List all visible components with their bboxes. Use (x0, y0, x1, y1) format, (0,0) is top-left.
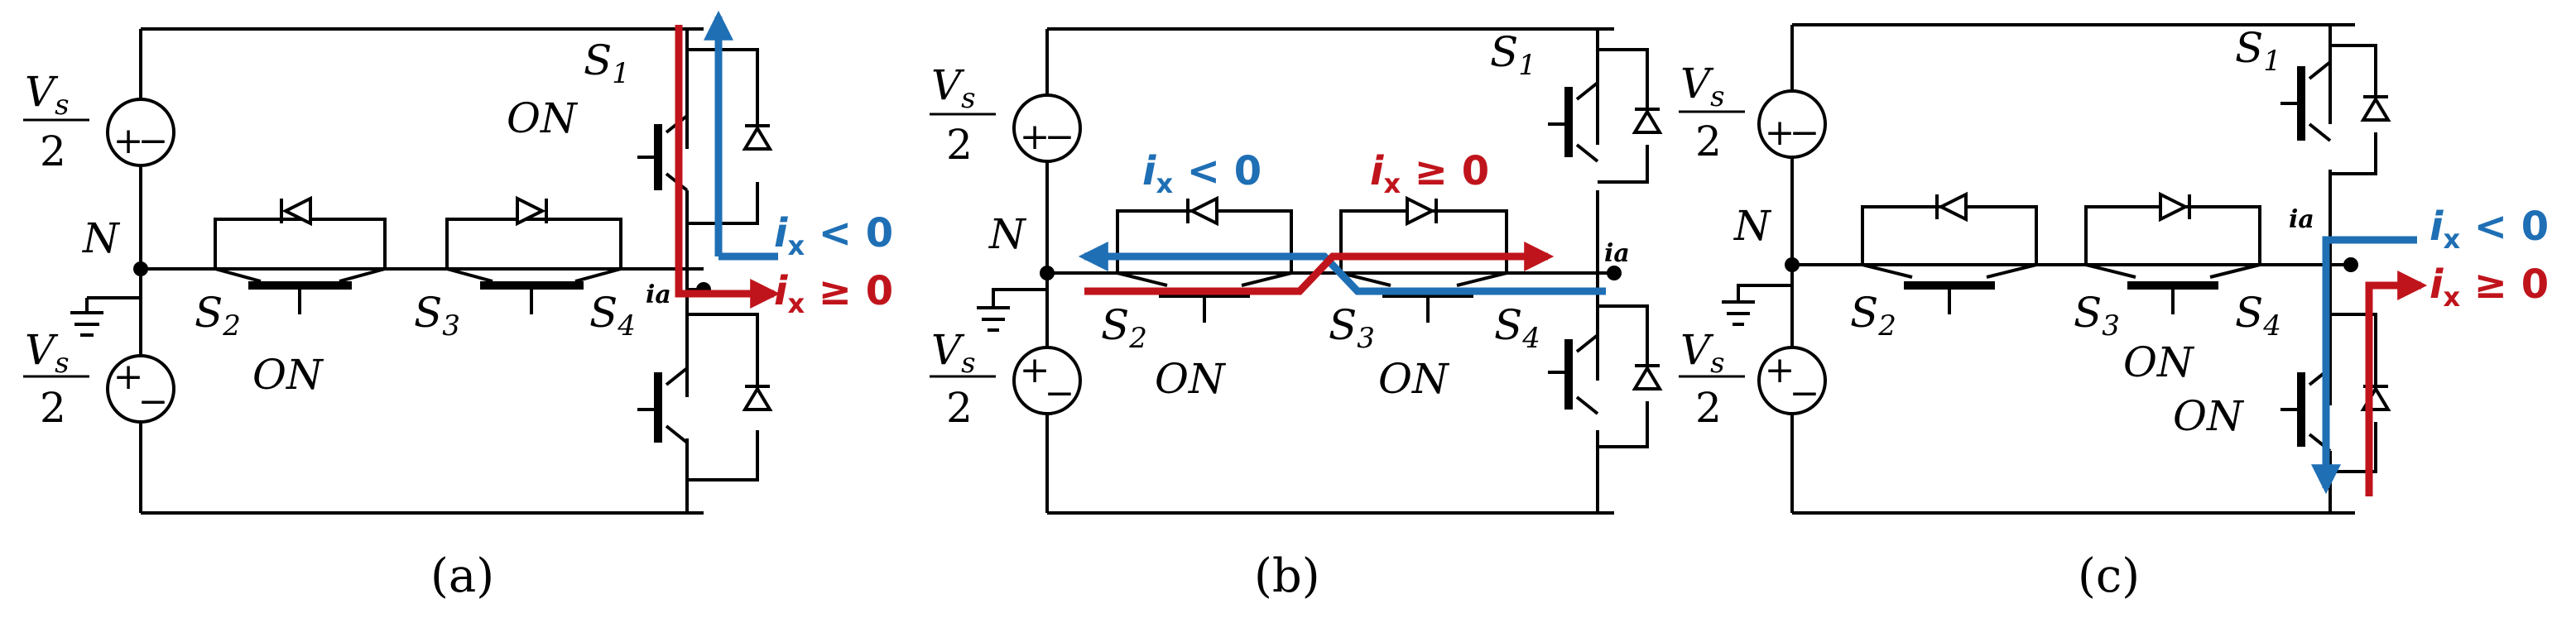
current-label-neg-b: ix < 0 (1142, 148, 1262, 199)
svg-text:Vs: Vs (1680, 326, 1725, 380)
vs-bot-label-a: Vs (25, 326, 70, 380)
vs-bot-den-a: 2 (40, 384, 66, 432)
current-label-neg-a: ix < 0 (774, 210, 893, 261)
labels-c: Vs 2 Vs 2 N S1 S2 S3 ON S4 ON ia (1679, 24, 2314, 440)
current-label-pos-a: ix ≥ 0 (774, 268, 893, 319)
vs-top-den-a: 2 (40, 127, 66, 175)
current-label-neg-c: ix < 0 (2429, 204, 2549, 255)
svg-text:Vs: Vs (931, 326, 976, 380)
svg-text:−: − (1045, 116, 1075, 158)
panel-a (70, 27, 759, 515)
svg-text:ON: ON (1155, 355, 1227, 403)
current-path-pos-c (2365, 271, 2428, 496)
svg-text:ON: ON (2123, 338, 2195, 386)
svg-text:N: N (988, 210, 1027, 258)
labels-a: Vs 2 Vs 2 N S1 ON S2 ON S3 S4 ia (23, 36, 671, 432)
ia-label-a: ia (646, 280, 671, 309)
panel-b (977, 27, 1649, 515)
on-label-a-s1: ON (507, 94, 579, 142)
svg-text:−: − (1045, 372, 1075, 414)
diodes-c (1935, 95, 2391, 411)
s2-label-a: S2 (195, 289, 241, 343)
svg-text:ON: ON (2173, 392, 2245, 440)
svg-text:N: N (1733, 202, 1772, 250)
vs-top-label-a: Vs (25, 68, 70, 122)
diodes-b (1186, 108, 1663, 390)
minus-a-top: − (138, 120, 169, 162)
current-path-neg-c (2311, 236, 2417, 495)
ground (70, 269, 142, 337)
svg-text:2: 2 (1695, 384, 1722, 432)
svg-text:2: 2 (1695, 117, 1722, 165)
current-label-pos-c: ix ≥ 0 (2429, 261, 2549, 313)
svg-text:Vs: Vs (1680, 60, 1725, 113)
svg-text:S3: S3 (2074, 289, 2120, 343)
current-label-pos-b: ix ≥ 0 (1370, 148, 1489, 199)
on-label-a-s2: ON (252, 351, 324, 399)
svg-text:2: 2 (946, 384, 973, 432)
svg-text:ia: ia (1604, 239, 1630, 268)
svg-text:ia: ia (2289, 205, 2314, 234)
panel-c (1722, 23, 2377, 515)
neutral-label-a: N (82, 214, 121, 262)
labels-b: Vs 2 Vs 2 N S1 S2 ON S3 ON S4 ia (930, 28, 1630, 432)
minus-a-bot: − (138, 381, 169, 423)
current-path-pos-a (675, 25, 781, 309)
s4-label-a: S4 (589, 289, 636, 343)
svg-text:S1: S1 (2235, 24, 2281, 78)
svg-text:S4: S4 (2235, 289, 2281, 343)
source-bottom (106, 354, 175, 424)
caption-a: (a) (430, 549, 494, 603)
svg-text:S3: S3 (1329, 301, 1375, 355)
svg-text:S2: S2 (1850, 289, 1896, 343)
svg-text:S4: S4 (1494, 301, 1540, 355)
svg-text:+: + (1765, 349, 1795, 391)
svg-text:−: − (1790, 112, 1820, 154)
svg-text:S1: S1 (1490, 28, 1536, 82)
svg-text:+: + (1020, 349, 1050, 391)
s3-label-a: S3 (414, 289, 460, 343)
source-top (106, 98, 175, 167)
diodes-a (280, 124, 773, 411)
svg-text:Vs: Vs (931, 61, 976, 115)
svg-text:−: − (1790, 372, 1820, 414)
svg-text:S2: S2 (1101, 301, 1147, 355)
current-path-neg-b (1078, 242, 1606, 295)
svg-text:+: + (1765, 112, 1795, 154)
s1-label-a: S1 (584, 36, 630, 90)
svg-text:+: + (1020, 116, 1050, 158)
current-path-pos-b (1084, 242, 1555, 295)
caption-b: (b) (1254, 549, 1320, 603)
svg-text:2: 2 (946, 121, 973, 169)
caption-c: (c) (2078, 549, 2140, 603)
plus-a-bot: + (113, 356, 144, 398)
plus-a-top: + (113, 120, 144, 162)
svg-text:ON: ON (1378, 355, 1450, 403)
